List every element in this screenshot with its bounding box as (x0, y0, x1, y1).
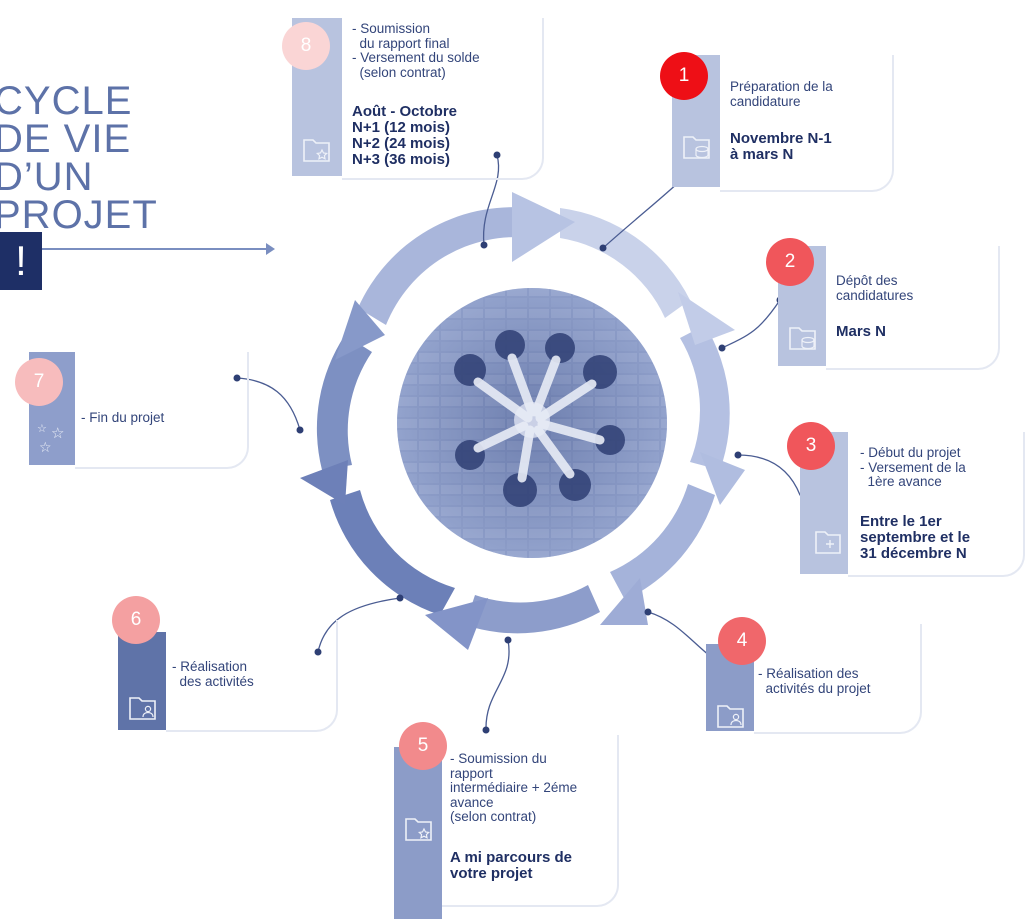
ring-arrowhead-3 (700, 452, 745, 505)
title-line-3: D’UN (0, 155, 94, 199)
step-8-period: Août - Octobre N+1 (12 mois) N+2 (24 moi… (352, 103, 457, 168)
step-6-text: - Réalisation des activités (172, 659, 254, 689)
ring-arrowhead-5 (425, 598, 488, 650)
database-folder-icon (683, 136, 710, 159)
title-line-1: CYCLE (0, 79, 133, 123)
ring-segment-2 (680, 325, 730, 470)
step-badge-2: 2 (766, 238, 814, 286)
step-1-period: Novembre N-1 à mars N (730, 130, 832, 163)
database-folder-icon (789, 327, 816, 350)
step-5-text: - Soumission du rapport intermédiaire + … (450, 751, 578, 824)
title-arrow-head (266, 243, 275, 255)
folder-user-icon (129, 697, 156, 720)
step-badge-6: 6 (112, 596, 160, 644)
ring-arrowhead-6 (300, 460, 348, 505)
folder-user-icon (717, 705, 744, 728)
step-badge-3: 3 (787, 422, 835, 470)
ring-segment-1 (560, 208, 690, 318)
svg-text:☆: ☆ (37, 422, 47, 435)
step-3-text: - Début du projet - Versement de la 1ère… (860, 445, 966, 489)
ring-segment-4 (465, 585, 600, 634)
title-line-4: PROJET (0, 193, 158, 237)
svg-text:☆: ☆ (51, 424, 64, 442)
step-badge-5: 5 (399, 722, 447, 770)
title-arrow-line (40, 248, 268, 250)
ring-arrowhead-7 (335, 300, 385, 360)
ring-segment-6 (316, 335, 372, 470)
step-3-period: Entre le 1er septembre et le 31 décembre… (860, 513, 971, 562)
ring-arrowhead-4 (600, 578, 648, 625)
step-1-text: Préparation de la candidature (730, 79, 833, 109)
diagram-title: CYCLE DE VIE D’UN PROJET (0, 79, 158, 237)
step-2-period: Mars N (836, 323, 887, 340)
step-badge-4: 4 (718, 617, 766, 665)
step-2-text: Dépôt des candidatures (836, 273, 914, 303)
ring-segment-3 (610, 484, 715, 600)
step-8-text: - Soumission du rapport final - Versemen… (352, 21, 480, 80)
exclamation-badge: ! (0, 232, 42, 290)
step-badge-1: 1 (660, 52, 708, 100)
folder-plus-icon (815, 531, 841, 554)
step-7-text: - Fin du projet (81, 410, 165, 425)
stars-icon: ☆☆☆ (37, 422, 64, 456)
step-5-period: A mi parcours de votre projet (450, 849, 572, 882)
svg-text:☆: ☆ (39, 440, 52, 456)
folder-star-icon (405, 818, 432, 841)
folder-star-icon (303, 139, 330, 162)
ring-segment-5 (330, 490, 455, 615)
ring-segment-7 (358, 207, 532, 325)
step-badge-7: 7 (15, 358, 63, 406)
ring-arrowhead-1 (512, 192, 575, 262)
title-line-2: DE VIE (0, 117, 132, 161)
step-badge-8: 8 (282, 22, 330, 70)
step-4-text: - Réalisation des activités du projet (758, 666, 871, 696)
ring-arrowhead-2 (678, 292, 735, 345)
